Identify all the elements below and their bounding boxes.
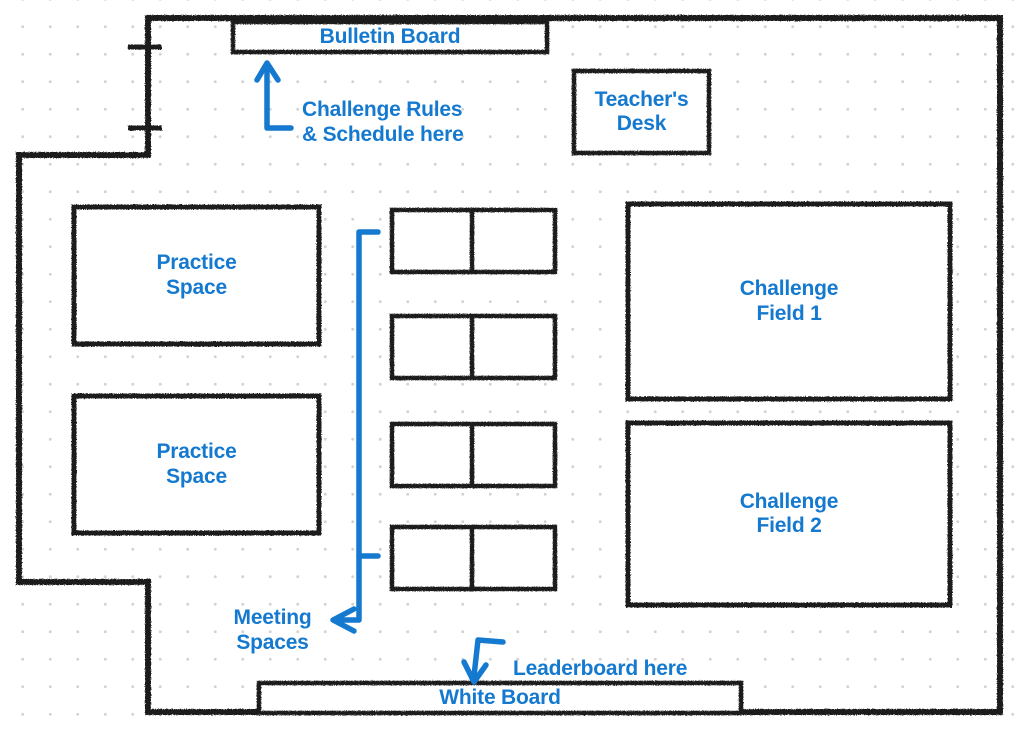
white-board-shape	[256, 680, 744, 716]
meeting-spaces-bracket-icon	[338, 229, 381, 623]
bulletin-board-shape	[230, 19, 550, 55]
leaderboard-arrowhead-icon	[461, 659, 489, 685]
teachers-desk-shape	[571, 68, 712, 156]
challenge-rules-arrow-icon	[264, 63, 294, 131]
leaderboard-arrow-icon	[471, 637, 506, 679]
room-wall-outline	[16, 15, 1003, 715]
challenge-rules-arrowhead-icon	[254, 60, 281, 83]
challenge-field-2-shape	[625, 420, 953, 608]
practice-space-2-shape	[71, 393, 322, 536]
meeting-spaces-arrowhead-icon	[330, 606, 357, 634]
challenge-field-1-shape	[625, 201, 953, 402]
practice-space-1-shape	[71, 204, 322, 347]
